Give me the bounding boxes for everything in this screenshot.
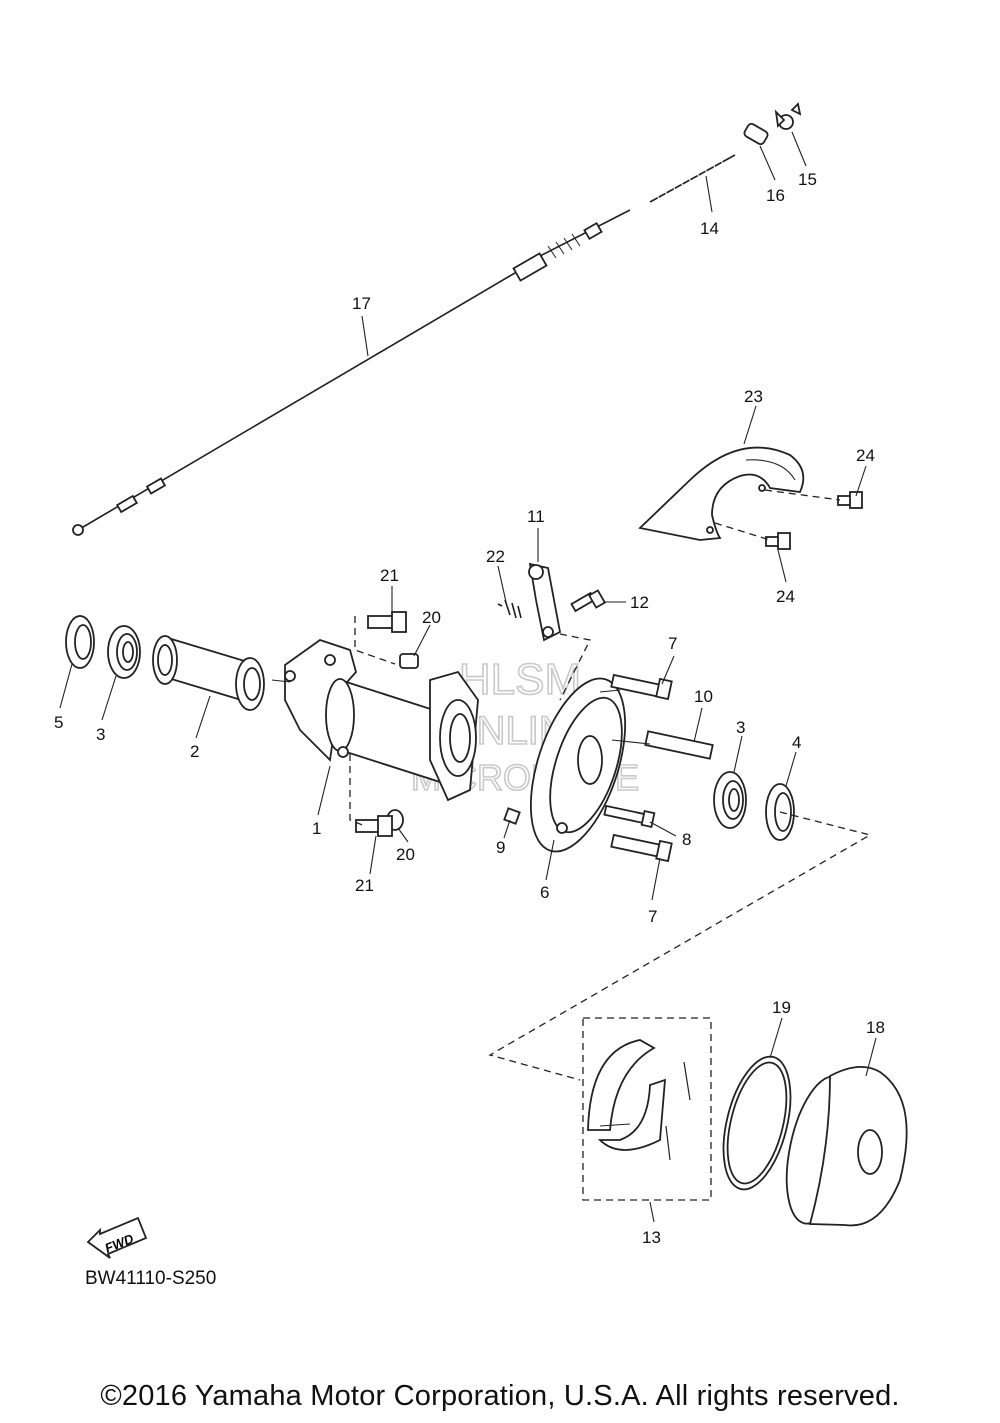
callout-3-left: 3 xyxy=(96,725,105,744)
callout-18: 18 xyxy=(866,1018,885,1037)
callout-12: 12 xyxy=(630,593,649,612)
watermark-line-1: HLSM xyxy=(459,655,581,704)
assembly-lines xyxy=(271,489,872,1081)
callout-3-right: 3 xyxy=(736,718,745,737)
callout-22: 22 xyxy=(486,547,505,566)
copyright-notice: ©2016 Yamaha Motor Corporation, U.S.A. A… xyxy=(100,1380,900,1412)
brake-plate xyxy=(529,677,627,853)
callout-15: 15 xyxy=(798,170,817,189)
callout-2: 2 xyxy=(190,742,199,761)
callout-7-lower: 7 xyxy=(648,907,657,926)
bearing-right xyxy=(713,771,747,829)
bolt-small xyxy=(603,804,656,828)
callout-20-upper: 20 xyxy=(422,608,441,627)
oil-seal-left xyxy=(65,615,95,669)
wing-nut xyxy=(774,102,802,130)
callout-24-lower: 24 xyxy=(776,587,795,606)
collar-upper xyxy=(399,653,419,669)
callout-21-lower: 21 xyxy=(355,876,374,895)
callout-23: 23 xyxy=(744,387,763,406)
guard-bolt-upper xyxy=(837,491,863,509)
cable-spring xyxy=(649,154,736,206)
callout-14: 14 xyxy=(700,219,719,238)
bolt-lower xyxy=(610,833,673,863)
callout-4: 4 xyxy=(792,733,801,752)
leader-lines xyxy=(59,131,877,1223)
cable-pin xyxy=(743,123,769,145)
nut xyxy=(503,807,521,825)
guard-bolt-lower xyxy=(765,532,791,550)
callout-21-upper: 21 xyxy=(380,566,399,585)
drum-o-ring xyxy=(722,1055,792,1191)
callout-7-upper: 7 xyxy=(668,634,677,653)
callout-1: 1 xyxy=(312,819,321,838)
callout-5: 5 xyxy=(54,713,63,732)
brake-shoe-set xyxy=(582,1017,712,1201)
brake-cam-lever xyxy=(528,562,562,642)
diagram-code: BW41110-S250 xyxy=(85,1268,217,1289)
callout-20-lower: 20 xyxy=(396,845,415,864)
fwd-arrow-icon: FWD xyxy=(86,1216,148,1259)
axle-collar xyxy=(152,635,265,711)
callout-24-upper: 24 xyxy=(856,446,875,465)
bolt-hub-lower xyxy=(355,815,393,837)
callout-6: 6 xyxy=(540,883,549,902)
brake-cable xyxy=(72,209,631,536)
callout-10: 10 xyxy=(694,687,713,706)
lever-return-spring xyxy=(497,599,522,619)
brake-hub-housing xyxy=(284,639,479,802)
bearing-left xyxy=(107,625,141,679)
lever-bolt xyxy=(570,589,607,613)
brake-drum xyxy=(785,1066,908,1227)
brake-camshaft xyxy=(644,730,714,760)
callout-11: 11 xyxy=(527,507,545,526)
callout-8: 8 xyxy=(682,830,691,849)
callout-17: 17 xyxy=(352,294,371,313)
callout-9: 9 xyxy=(496,838,505,857)
callout-16: 16 xyxy=(766,186,785,205)
brake-guard xyxy=(638,446,805,541)
callout-19: 19 xyxy=(772,998,791,1017)
bolt-hub-upper xyxy=(367,611,407,633)
bolt-upper xyxy=(610,673,673,701)
callouts: 17 14 16 15 5 3 2 1 21 20 22 11 12 7 10 … xyxy=(54,170,885,1247)
callout-13: 13 xyxy=(642,1228,661,1247)
